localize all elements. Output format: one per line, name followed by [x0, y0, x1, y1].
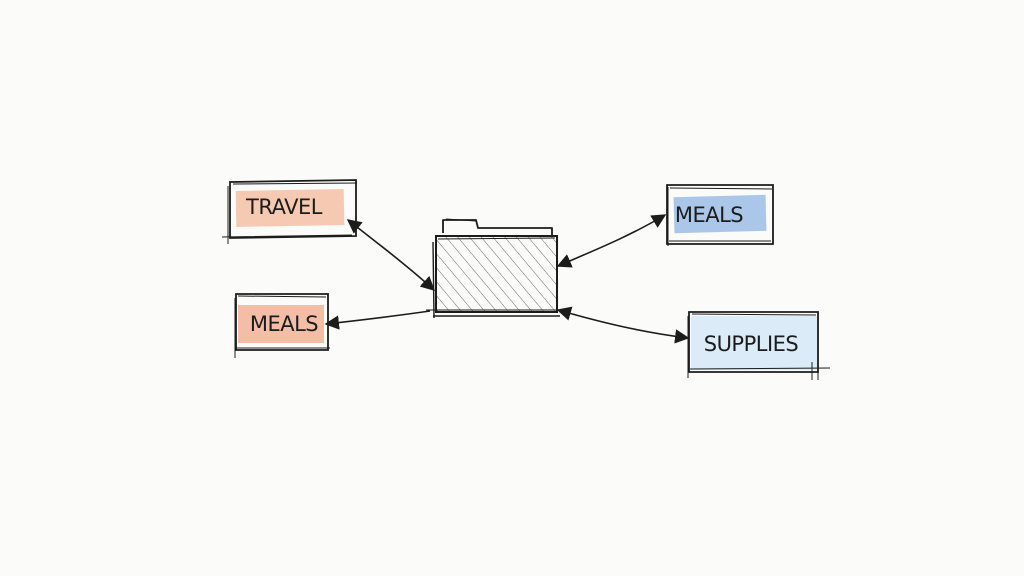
node-label-supplies: SUPPLIES: [704, 332, 799, 356]
highlight-supplies: [691, 316, 817, 370]
arrow-folder-meals-left: [324, 310, 431, 330]
arrow-folder-travel: [346, 219, 436, 291]
category-node-meals-right: MEALS: [666, 184, 774, 246]
node-label-travel: TRAVEL: [245, 195, 323, 219]
highlight-meals-right: [673, 194, 767, 234]
node-label-meals-right: MEALS: [675, 203, 743, 227]
arrow-folder-meals-right: [556, 214, 667, 268]
category-node-travel: TRAVEL: [221, 179, 358, 244]
highlight-meals-left: [238, 305, 324, 343]
category-node-supplies: SUPPLIES: [687, 311, 831, 380]
node-label-meals-left: MEALS: [250, 312, 318, 336]
highlight-travel: [235, 189, 345, 227]
folder-icon: [426, 218, 560, 319]
arrow-folder-supplies: [556, 306, 690, 344]
category-node-meals-left: MEALS: [234, 293, 330, 358]
